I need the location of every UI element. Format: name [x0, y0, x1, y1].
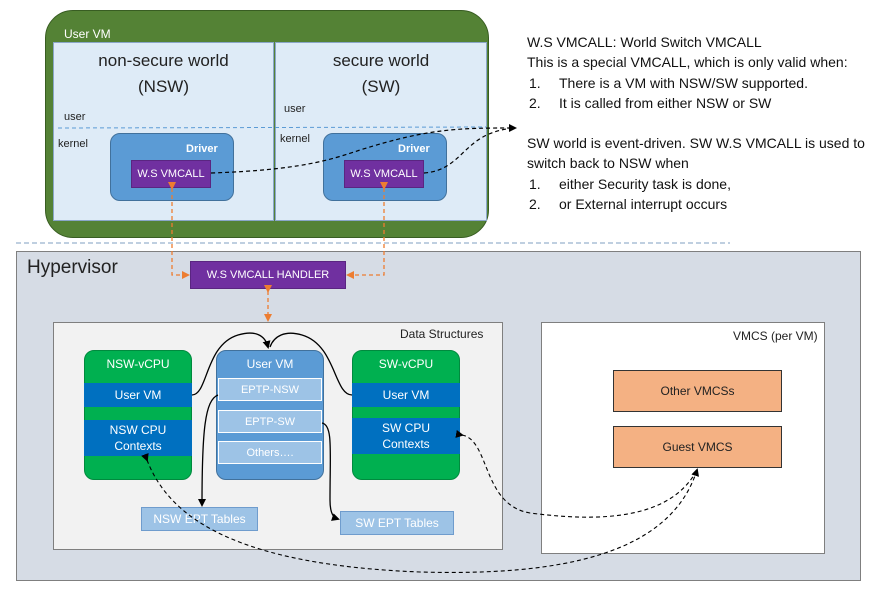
other-vmcss-box: Other VMCSs [613, 370, 782, 412]
nsw-ws-vmcall: W.S VMCALL [131, 160, 211, 188]
note-list1-item2: It is called from either NSW or SW [559, 95, 772, 111]
sw-ept-tables: SW EPT Tables [340, 511, 454, 535]
sw-title-line1: secure world [332, 51, 430, 70]
sw-title-line2: (SW) [361, 77, 401, 96]
sw-kernel-label: kernel [280, 133, 310, 145]
nsw-ept-tables: NSW EPT Tables [141, 507, 258, 531]
note-line2: This is a special VMCALL, which is only … [527, 54, 848, 70]
sw-vcpu-user-vm-field: User VM [352, 383, 460, 407]
ws-vmcall-handler: W.S VMCALL HANDLER [190, 261, 346, 289]
eptp-nsw-field: EPTP-NSW [218, 378, 322, 401]
nsw-title-line2: (NSW) [138, 77, 189, 96]
sw-cpu-contexts-line1: SW CPU [382, 421, 430, 435]
nsw-vcpu-user-vm-field: User VM [84, 383, 192, 407]
sw-ws-vmcall: W.S VMCALL [344, 160, 424, 188]
user-vm-struct-title: User VM [246, 357, 294, 371]
nsw-title-line1: non-secure world [98, 51, 229, 70]
nsw-title: non-secure world (NSW) [53, 48, 274, 100]
sw-cpu-contexts-line2: Contexts [382, 437, 430, 451]
nsw-cpu-contexts-field: NSW CPU Contexts [84, 420, 192, 456]
hypervisor-title: Hypervisor [27, 257, 118, 278]
nsw-kernel-label: kernel [58, 138, 88, 150]
note-line4: switch back to NSW when [527, 155, 689, 171]
others-field: Others…. [218, 441, 322, 464]
sw-vcpu-title: SW-vCPU [378, 357, 434, 371]
sw-title: secure world (SW) [275, 48, 487, 100]
note-list2-item1: either Security task is done, [559, 176, 731, 192]
note-line3: SW world is event-driven. SW W.S VMCALL … [527, 135, 865, 151]
data-structures-title: Data Structures [400, 327, 484, 341]
nsw-vcpu-title: NSW-vCPU [106, 357, 170, 371]
note-list1-num1: 1. [529, 75, 541, 91]
user-vm-title: User VM [64, 27, 111, 41]
guest-vmcs-box: Guest VMCS [613, 426, 782, 468]
vmcs-title: VMCS (per VM) [733, 329, 818, 343]
nsw-driver-label: Driver [186, 143, 218, 155]
eptp-sw-field: EPTP-SW [218, 410, 322, 433]
nsw-user-label: user [64, 111, 86, 123]
nsw-cpu-contexts-line1: NSW CPU [109, 423, 167, 437]
note-line1: W.S VMCALL: World Switch VMCALL [527, 34, 762, 50]
note-list2-item2: or External interrupt occurs [559, 196, 728, 212]
note-list2-num2: 2. [529, 196, 541, 212]
note-list2-num1: 1. [529, 176, 541, 192]
note-list1-num2: 2. [529, 95, 541, 111]
sw-driver-label: Driver [398, 143, 430, 155]
nsw-cpu-contexts-line2: Contexts [114, 439, 162, 453]
note-list1-item1: There is a VM with NSW/SW supported. [559, 75, 808, 91]
sw-cpu-contexts-field: SW CPU Contexts [352, 418, 460, 454]
sw-user-label: user [284, 103, 306, 115]
